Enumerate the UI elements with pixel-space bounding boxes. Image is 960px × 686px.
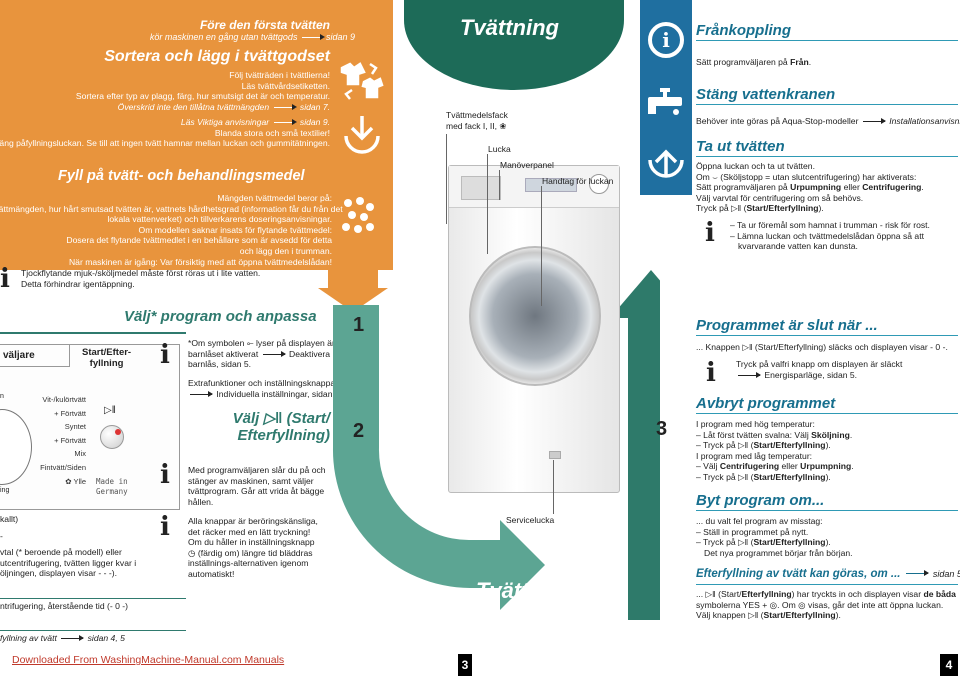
change-program-text: ... du valt fel program av misstag: – St…	[696, 516, 853, 558]
child-lock-note: *Om symbolen ⟜ lyser på displayen är bar…	[188, 338, 335, 369]
program-selector-label: väljare	[0, 345, 70, 367]
step-3: 3	[656, 418, 668, 440]
take-out-note: – Ta ur föremål som hamnat i trumman - r…	[730, 220, 930, 251]
before-first-wash-sub: kör maskinen en gång utan tvättgods sida…	[149, 32, 355, 42]
info-icon: i	[160, 512, 170, 542]
heading-close-tap: Stäng vattenkranen	[696, 86, 836, 103]
program-dial[interactable]	[0, 409, 32, 485]
divider	[0, 332, 186, 334]
heading-change-program: Byt program om...	[696, 492, 825, 509]
detergent-dots-icon	[340, 195, 376, 239]
detergent-instructions: Mängden tvättmedel beror på: tvättmängde…	[0, 193, 343, 267]
control-panel-illustration: väljare Start/Efter-fyllning n ing Vit-/…	[0, 344, 180, 510]
heading-cancel-program: Avbryt programmet	[696, 395, 836, 412]
select-start-heading: Välj ▷‖ (Start/Efterfyllning)	[232, 410, 330, 444]
title-before-first-wash: Före den första tvätten	[199, 18, 330, 32]
info-icon: i	[705, 218, 715, 248]
label-door-handle: Handtag för luckan	[542, 176, 614, 186]
page-number-4: 4	[940, 654, 958, 676]
refill-text: ... ▷‖ (Start/Efterfyllning) har tryckts…	[696, 589, 956, 620]
washing-title-bottom: Tvättning	[476, 578, 575, 603]
extra-functions-note: Extrafunktioner och inställningsknappar …	[188, 378, 340, 399]
service-hatch[interactable]	[549, 451, 561, 459]
refill-note: fyllning av tvätt sidan 4, 5	[0, 630, 186, 643]
sort-laundry-icon	[338, 60, 384, 100]
energy-note: Tryck på valfri knapp om displayen är sl…	[736, 359, 903, 380]
switch-off-text: Sätt programväljaren på Från.	[696, 57, 812, 67]
page-number-3: 3	[458, 654, 472, 676]
info-icon: i	[160, 460, 170, 490]
info-icon: i	[0, 264, 10, 294]
machine-dial[interactable]	[589, 174, 609, 194]
heading-refill: Efterfyllning av tvätt kan göras, om ...…	[696, 568, 960, 580]
cancel-program-text: I program med hög temperatur: – Låt förs…	[696, 419, 854, 482]
close-tap-text: Behöver inte göras på Aqua-Stop-modeller…	[696, 116, 960, 126]
start-label: Start/Efter-fyllning	[82, 347, 132, 369]
title-fill-detergent: Fyll på tvätt- och behandlingsmedel	[58, 168, 305, 184]
label-door: Lucka	[488, 144, 511, 154]
start-button[interactable]	[100, 425, 124, 449]
softener-note: Tjockflytande mjuk-/sköljmedel måste för…	[21, 268, 261, 289]
download-link[interactable]: Downloaded From WashingMachine-Manual.co…	[12, 654, 285, 666]
washing-machine	[448, 165, 620, 493]
label-service-hatch: Servicelucka	[506, 515, 555, 525]
step-2: 2	[353, 420, 365, 442]
load-arrow-icon	[340, 112, 384, 156]
washing-title-top: Tvättning	[460, 15, 559, 40]
orange-panel	[0, 0, 393, 270]
sort-instructions-2: Läs Viktiga anvisningar sidan 9. Blanda …	[0, 117, 330, 149]
heading-program-finished: Programmet är slut när ...	[696, 317, 878, 334]
step-1: 1	[353, 314, 365, 336]
info-icon: i	[706, 358, 716, 388]
water-tap-icon	[646, 88, 686, 118]
program-finished-text: ... Knappen ▷‖ (Start/Efterfyllning) slä…	[696, 342, 948, 352]
touch-buttons-note: Alla knappar är beröringskänsliga,det rä…	[188, 516, 318, 579]
flow-arrows	[332, 0, 660, 620]
info-circle-icon: i	[648, 22, 684, 58]
sort-instructions: Följ tvätträden i tvättlierna! Läs tvätt…	[75, 70, 330, 113]
start-pause-icon: ▷‖	[104, 405, 116, 416]
detergent-drawer[interactable]	[461, 176, 501, 200]
unload-arrow-icon	[646, 138, 686, 182]
label-control-panel: Manöverpanel	[500, 160, 554, 170]
spin-note: ntrifugering, återstående tid (- 0 -)	[0, 598, 186, 611]
wool-icon: ✿	[65, 476, 72, 486]
heading-switch-off: Frånkoppling	[696, 22, 791, 39]
bottom-left-notes: kallt) - vtal (* beroende på modell) ell…	[0, 514, 137, 578]
heading-take-out: Ta ut tvätten	[696, 138, 785, 155]
orange-arrow-stem	[328, 270, 378, 288]
title-sort-load: Sortera och lägg i tvättgodset	[104, 48, 330, 65]
info-icon: i	[160, 340, 170, 370]
machine-display	[525, 178, 577, 192]
title-select-program: Välj* program och anpassa	[124, 308, 317, 325]
take-out-text: Öppna luckan och ta ut tvätten. Om ⌣ (Sk…	[696, 161, 924, 213]
machine-door[interactable]	[469, 246, 601, 386]
